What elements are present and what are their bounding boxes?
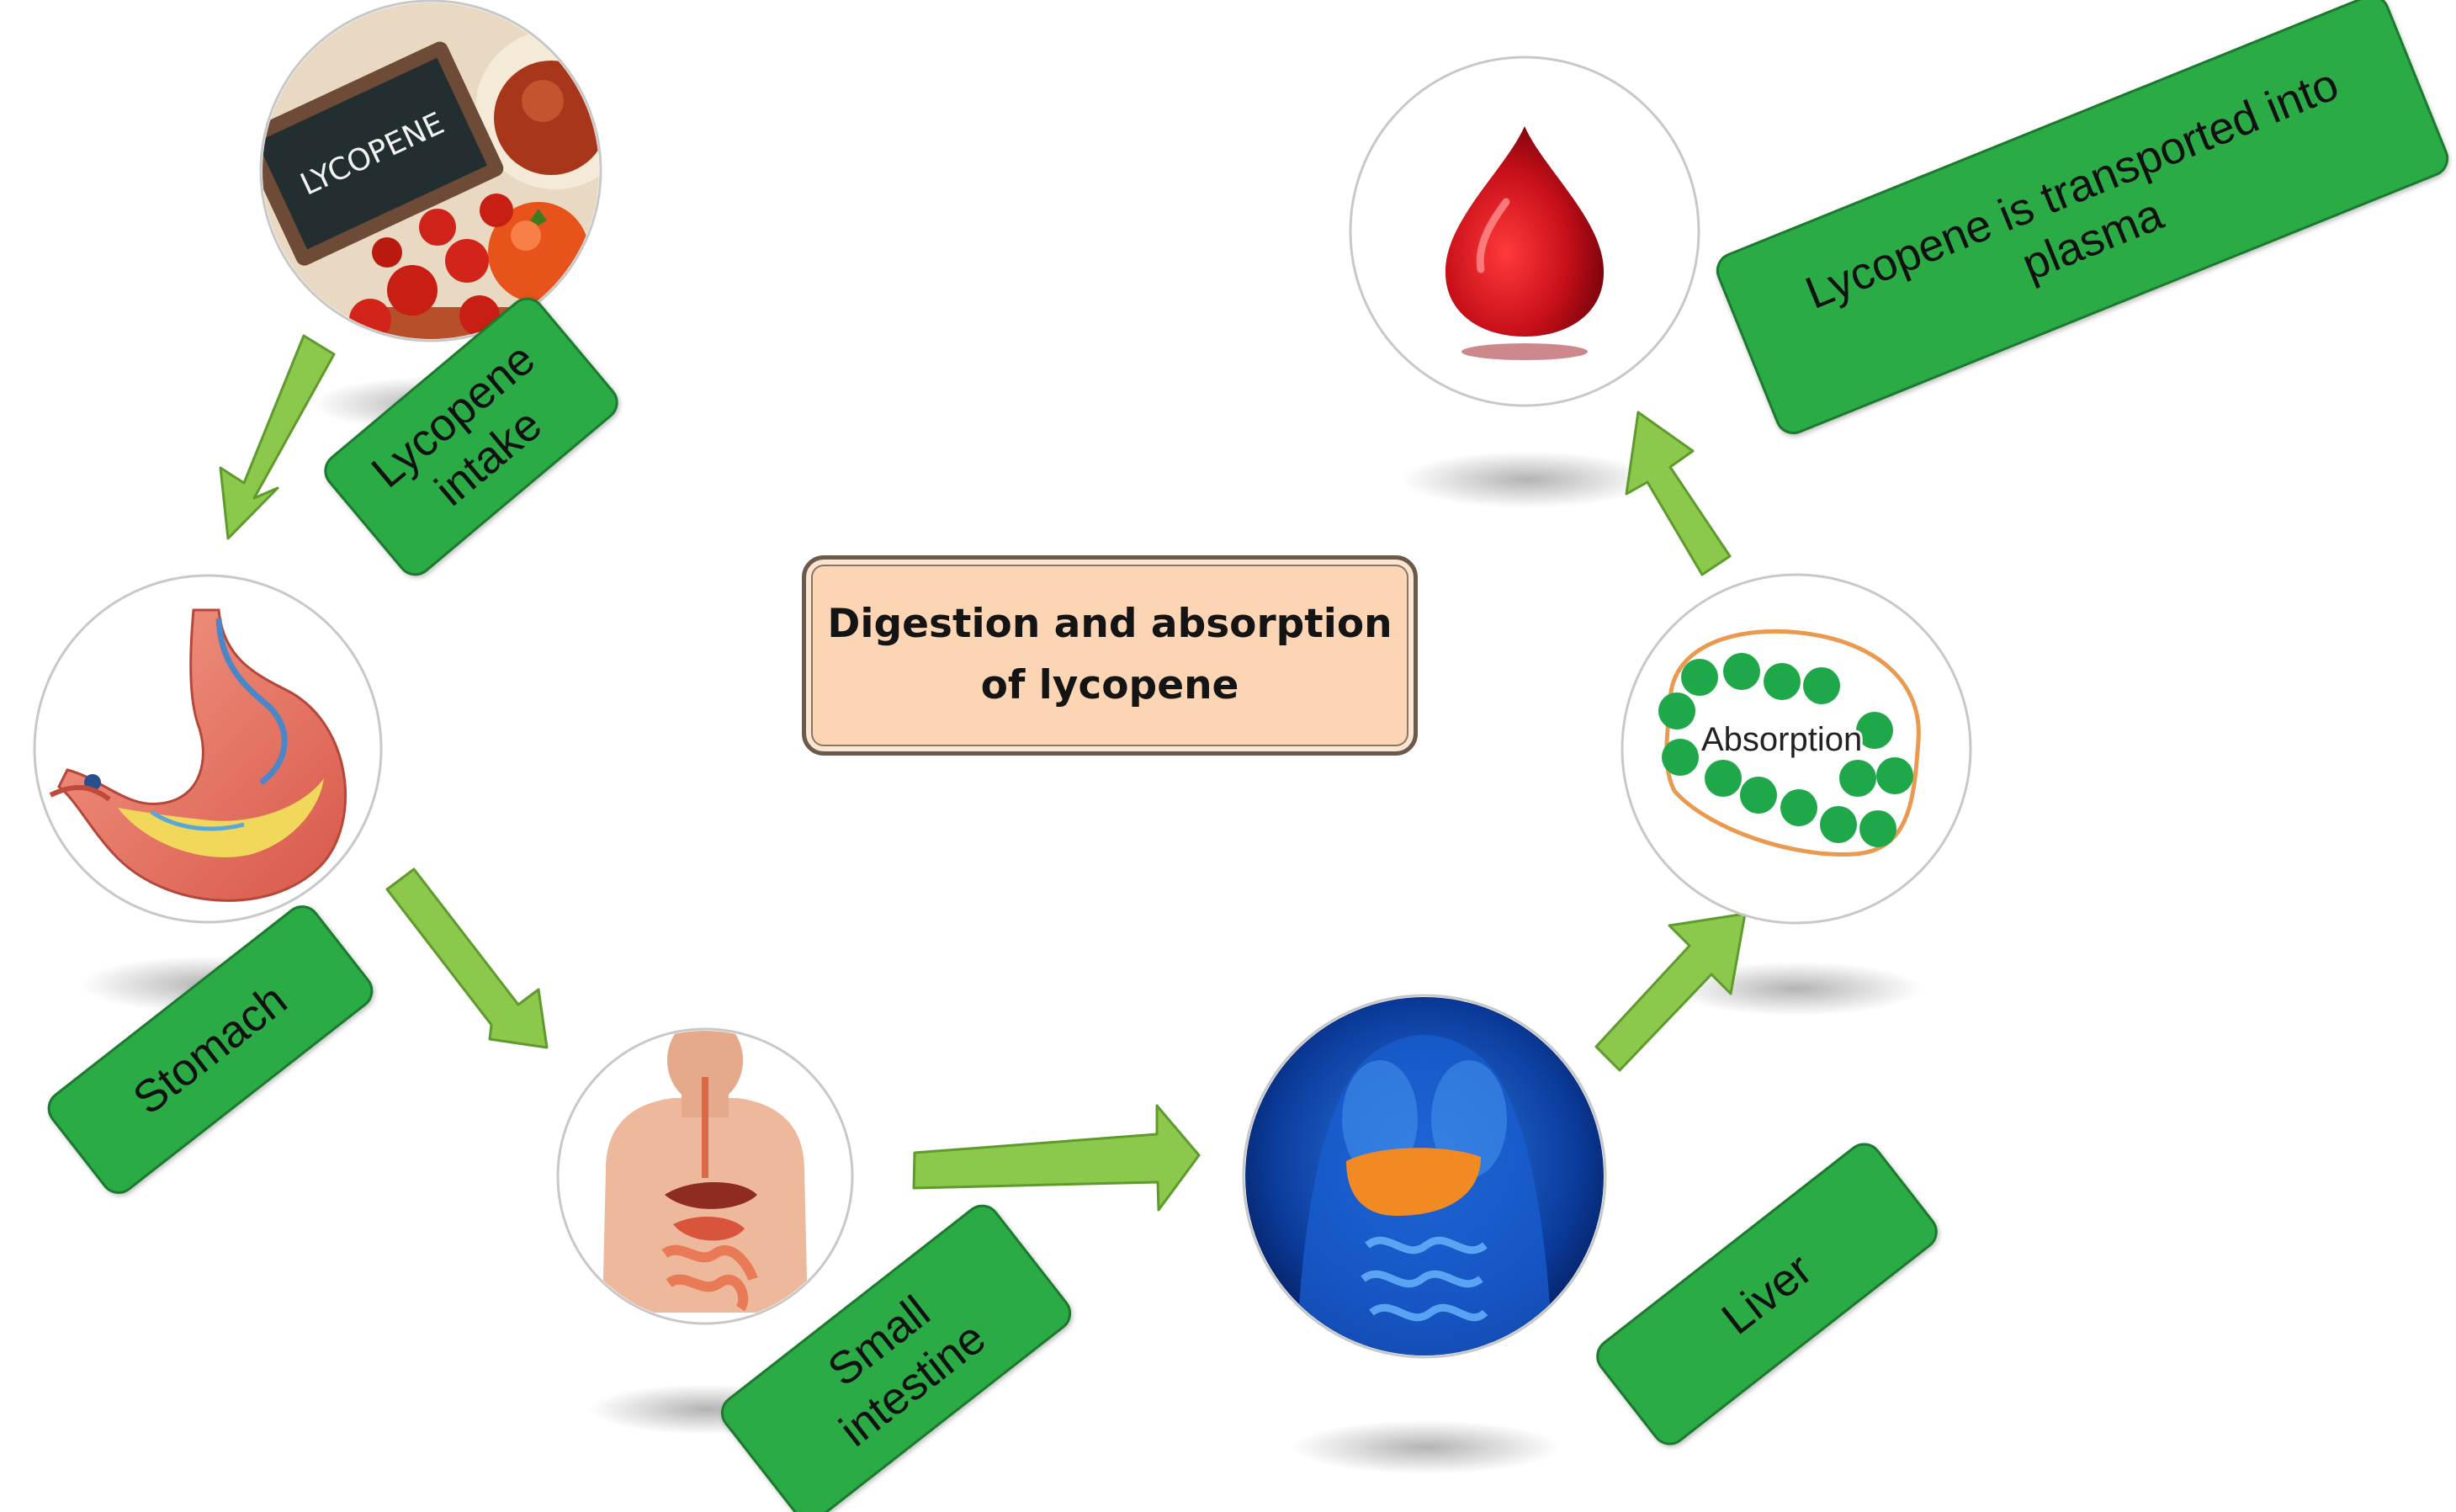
diagram-title: Digestion and absorption of lycopene [802,555,1418,756]
cell-membrane [1664,629,1921,857]
stomach-circle [33,574,383,924]
intestine-circle [556,1027,854,1325]
drop-shadow [1461,343,1588,360]
lycopene-dots [1658,653,1913,847]
liver-circle [1242,994,1607,1359]
arrow-intestine-to-liver [912,1104,1201,1212]
arrow-liver-to-absorption [1594,912,1747,1072]
shadow-liver [1292,1420,1561,1474]
title-line-2: of lycopene [980,662,1239,708]
arrow-intake-to-stomach [219,334,336,540]
plasma-circle [1349,56,1700,407]
arrow-stomach-to-intestine [385,867,549,1049]
title-line-1: Digestion and absorption [827,601,1392,648]
intake-circle: LYCOPENE [259,0,602,342]
blood-drop-icon [1445,126,1605,337]
flow-arrows [219,334,1747,1212]
absorption-label: Absorption [1701,721,1862,758]
absorption-circle: Absorption [1621,573,1972,925]
label-line: Liver [1712,1244,1822,1345]
arrow-absorption-to-plasma [1625,411,1732,576]
shadow-plasma [1401,451,1653,508]
